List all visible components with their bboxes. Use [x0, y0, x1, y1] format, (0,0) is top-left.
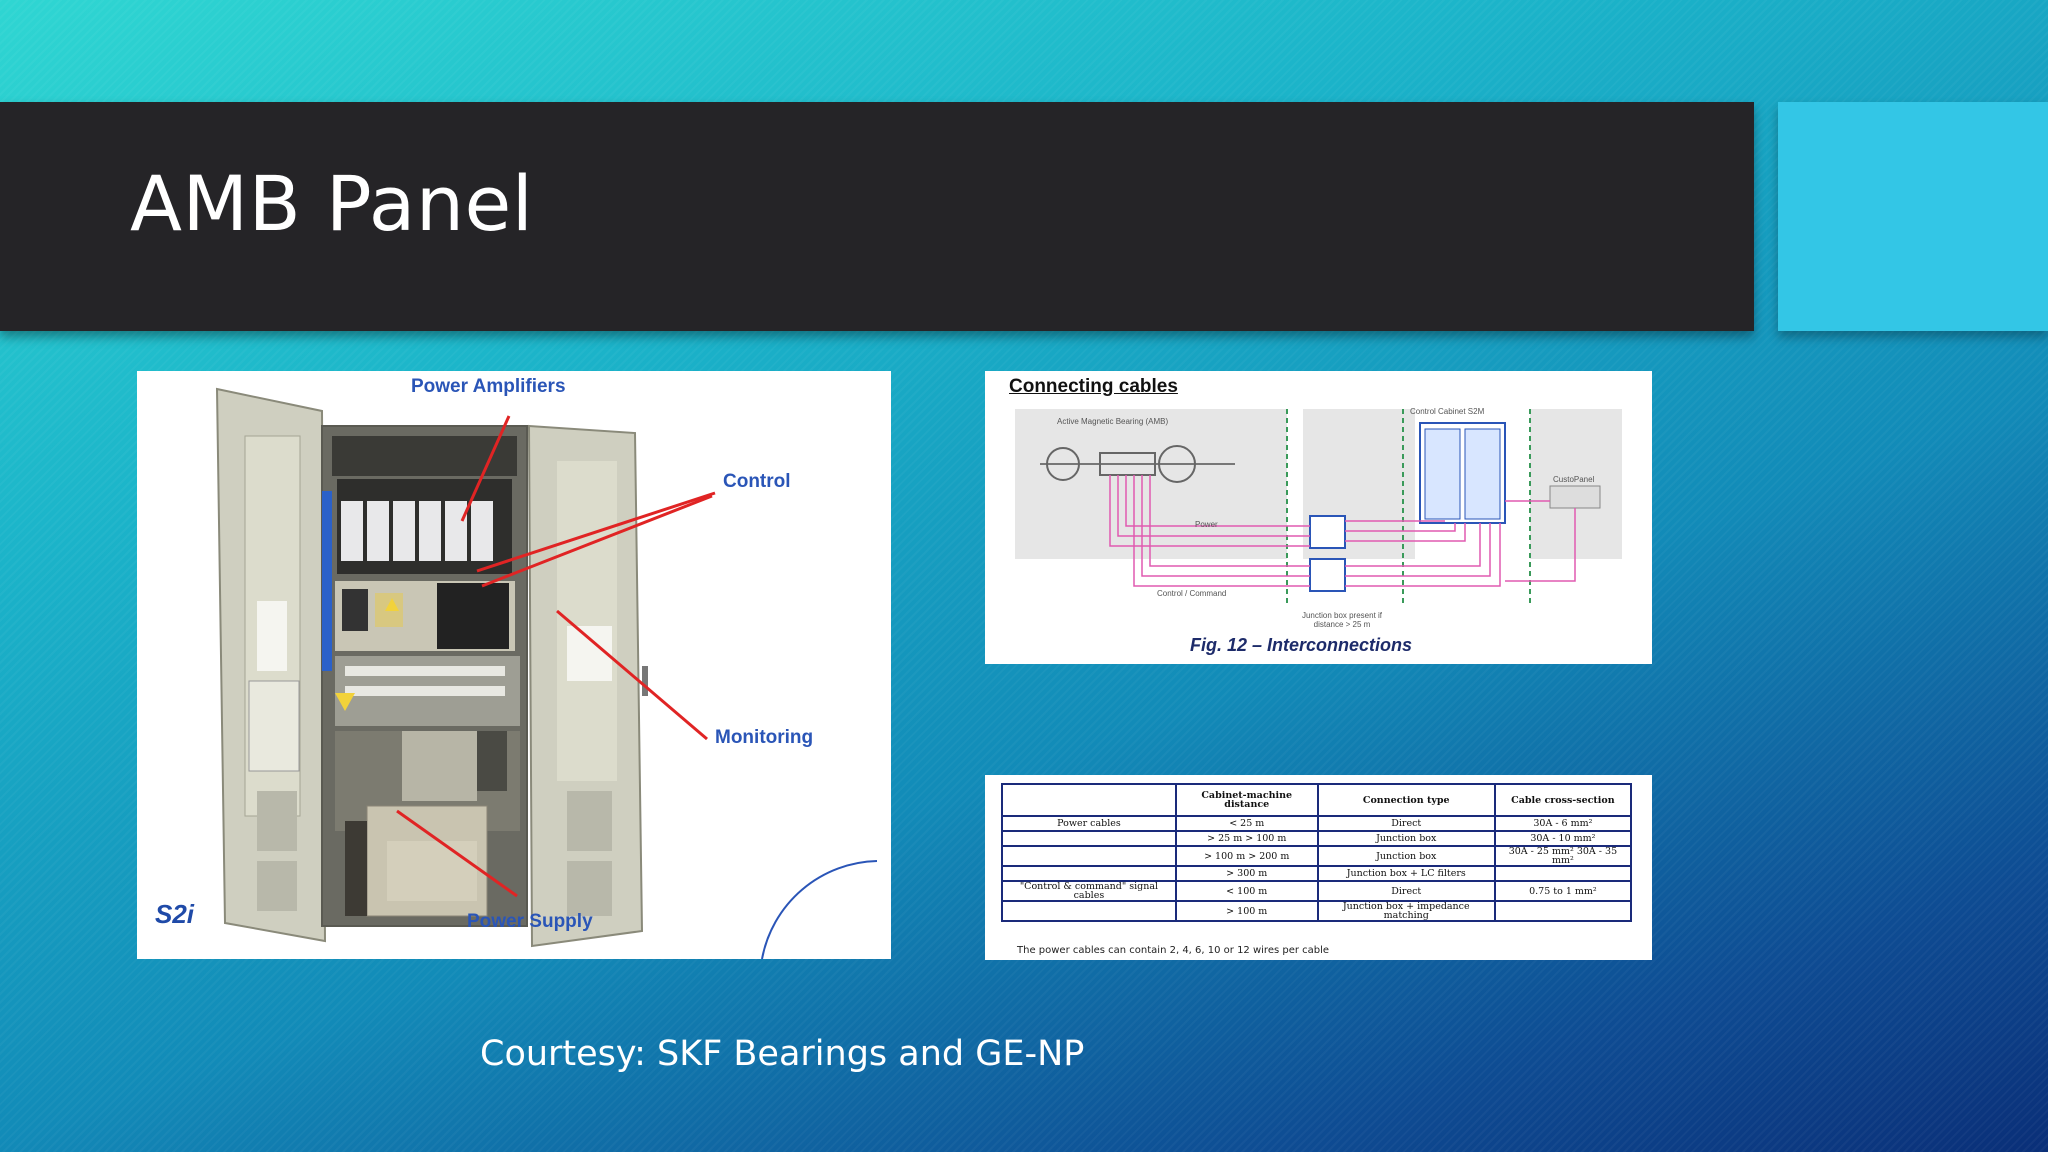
diagram-title: Connecting cables — [1009, 376, 1178, 397]
callout-monitoring: Monitoring — [715, 727, 814, 748]
table-cell — [1001, 830, 1177, 847]
table-row: > 25 m > 100 m Junction box 30A - 10 mm² — [1001, 830, 1633, 847]
label-amb: Active Magnetic Bearing (AMB) — [1057, 417, 1169, 426]
slide-title[interactable]: AMB Panel — [130, 159, 534, 248]
label-cabinet: Control Cabinet S2M — [1410, 407, 1485, 416]
table-header: Cable cross-section — [1493, 783, 1633, 817]
table-cell: < 25 m — [1174, 815, 1319, 832]
callout-power-amplifiers: Power Amplifiers — [411, 376, 566, 397]
table-cell: Junction box + LC filters — [1316, 865, 1496, 882]
amb-panel-photo[interactable]: Power Amplifiers Control Monitoring Powe… — [137, 371, 891, 959]
callout-control: Control — [723, 471, 791, 492]
diagram-drawing — [1015, 409, 1622, 603]
table-cell — [1493, 900, 1633, 922]
title-bar: AMB Panel — [0, 102, 1754, 331]
table-cell: "Control & command" signal cables — [1001, 880, 1177, 902]
table-header-row: Cabinet-machine distance Connection type… — [1001, 783, 1633, 817]
table-cell: Junction box — [1316, 845, 1496, 867]
table-cell: Junction box + impedance matching — [1316, 900, 1496, 922]
label-control-command: Control / Command — [1157, 589, 1227, 598]
table-row: Power cables < 25 m Direct 30A - 6 mm² — [1001, 815, 1633, 832]
table-cell: Power cables — [1001, 815, 1177, 832]
label-custopanel: CustoPanel — [1553, 475, 1595, 484]
table-row: > 100 m Junction box + impedance matchin… — [1001, 900, 1633, 922]
table-cell: Direct — [1316, 880, 1496, 902]
table-cell — [1001, 900, 1177, 922]
cable-table-panel[interactable]: Cabinet-machine distance Connection type… — [985, 775, 1652, 960]
table-cell: < 100 m — [1174, 880, 1319, 902]
table-cell: 30A - 6 mm² — [1493, 815, 1633, 832]
table-note: The power cables can contain 2, 4, 6, 10… — [1017, 945, 1330, 956]
table-header: Cabinet-machine distance — [1174, 783, 1319, 817]
table-row: > 100 m > 200 m Junction box 30A - 25 mm… — [1001, 845, 1633, 867]
table-row: > 300 m Junction box + LC filters — [1001, 865, 1633, 882]
courtesy-text[interactable]: Courtesy: SKF Bearings and GE-NP — [480, 1034, 1085, 1074]
callout-arrows — [396, 415, 716, 898]
table-cell: > 100 m > 200 m — [1174, 845, 1319, 867]
label-junction: Junction box present if distance > 25 m — [1301, 611, 1383, 629]
table-cell: 0.75 to 1 mm² — [1493, 880, 1633, 902]
callout-power-supply: Power Supply — [467, 911, 593, 932]
table-cell: > 100 m — [1174, 900, 1319, 922]
accent-box — [1778, 102, 2048, 331]
cable-table: Cabinet-machine distance Connection type… — [1001, 783, 1633, 922]
table-cell: 30A - 10 mm² — [1493, 830, 1633, 847]
diagram-caption: Fig. 12 – Interconnections — [1190, 635, 1413, 655]
table-cell — [1001, 845, 1177, 867]
table-cell: 30A - 25 mm² 30A - 35 mm² — [1493, 845, 1633, 867]
table-cell: > 300 m — [1174, 865, 1319, 882]
table-row: "Control & command" signal cables < 100 … — [1001, 880, 1633, 902]
table-cell — [1001, 865, 1177, 882]
table-cell: > 25 m > 100 m — [1174, 830, 1319, 847]
table-cell: Junction box — [1316, 830, 1496, 847]
table-cell — [1493, 865, 1633, 882]
interconnection-diagram[interactable]: Connecting cables — [985, 371, 1652, 664]
cabinet-illustration — [215, 387, 878, 959]
label-power: Power — [1195, 520, 1218, 529]
table-header: Connection type — [1316, 783, 1496, 817]
table-header — [1001, 783, 1177, 817]
table-cell: Direct — [1316, 815, 1496, 832]
s2i-logo: S2i — [155, 899, 195, 929]
